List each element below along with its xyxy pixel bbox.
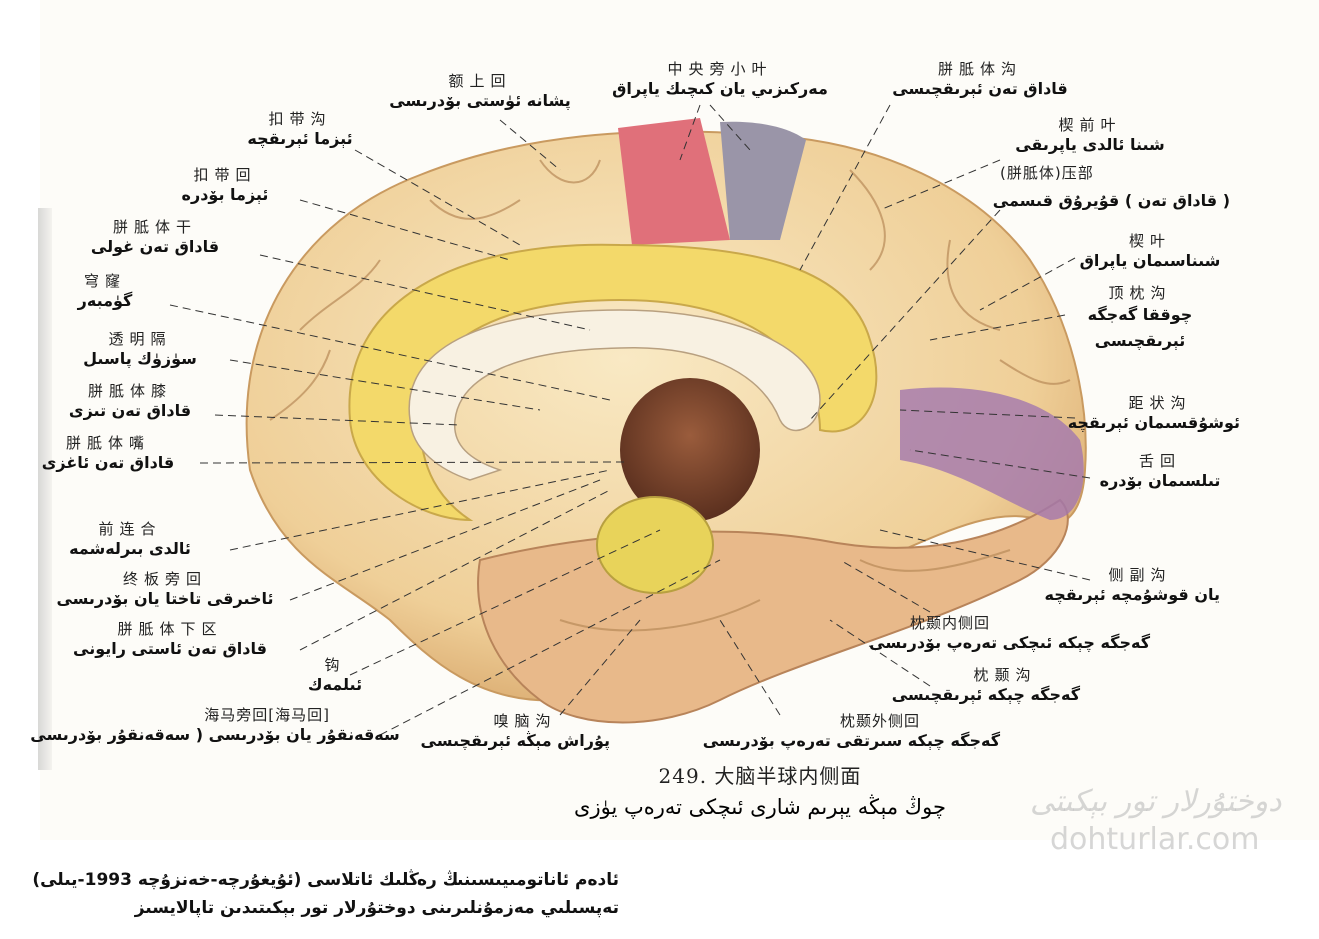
label-zh: 胼胝体下区	[117, 620, 223, 638]
label-ug: شىناسىمان ياپراق	[1079, 251, 1221, 270]
figure-caption: 249. 大脑半球内侧面 چوڭ مېڭە يېرىم شارى ئىچكى تە…	[520, 764, 1000, 820]
caption-ug: چوڭ مېڭە يېرىم شارى ئىچكى تەرەپ يۈزى	[574, 795, 946, 819]
footer-site-line: تەپسىلىي مەزمۇنلىرىنى دوختۇرلار تور بېكى…	[134, 898, 619, 918]
label-zh: 楔叶	[1128, 232, 1171, 250]
label-ug: يان قوشۇمچە ئېرىقچە	[1044, 585, 1220, 604]
label-zh: 扣带回	[193, 166, 257, 184]
uncus-yellow	[596, 496, 714, 594]
leader-lines	[169, 104, 1091, 736]
label-ug: قاداق تەن ئاغزى	[41, 453, 175, 472]
label-zh: 钩	[324, 656, 346, 674]
label-zh: 穹窿	[83, 272, 126, 290]
label-ug: ئېزما بۆدرە	[181, 185, 269, 204]
label-zh: 舌回	[1138, 452, 1181, 470]
label-zh: 中央旁小叶	[667, 60, 773, 78]
label-ug: ئىلمەك	[307, 675, 363, 694]
label-ug: ئالدى بىرلەشمە	[69, 539, 191, 558]
label-zh: 终板旁回	[122, 570, 207, 588]
label-ug: ئېزما ئېرىقچە	[247, 129, 353, 148]
label-zh: 顶枕沟	[1108, 284, 1172, 302]
label-zh: 前连合	[98, 520, 162, 538]
label-ug: تىلسىمان بۆدرە	[1099, 471, 1221, 490]
watermark-uyghur: دوختۇرلار تور بېكىتى	[1030, 784, 1282, 819]
label-zh: 胼胝体嘴	[65, 434, 150, 452]
gyri-lines	[269, 159, 1071, 632]
label-zh: (胼胝体)压部	[1000, 164, 1094, 182]
label-zh: 枕颞沟	[973, 666, 1037, 684]
caption-zh: 249. 大脑半球内侧面	[658, 764, 862, 788]
label-ug: پشانه ئۈستى بۆدرىسى	[389, 91, 571, 110]
watermark-site: dohturlar.com	[1050, 822, 1260, 857]
label-ug: قاداق تەن ئېرىقچىسى	[892, 79, 1068, 98]
paracentral-lobule-red	[618, 118, 730, 245]
label-zh: 枕颞内侧回	[910, 614, 991, 632]
label-ug: پۇراش مېڭە ئېرىقچىسى	[420, 731, 610, 750]
label-zh: 海马旁回[海马回]	[204, 706, 330, 724]
occipital-purple-region	[900, 387, 1084, 520]
label-ug: گەجگە چېكە ئىچكى تەرەپ بۆدرىسى	[869, 633, 1150, 652]
label-zh: 透明隔	[108, 330, 172, 348]
label-zh: 距状沟	[1128, 394, 1192, 412]
label-zh: 楔前叶	[1058, 116, 1122, 134]
label-ug: شىنا ئالدى ياپرىقى	[1015, 135, 1165, 154]
label-zh: 侧副沟	[1108, 566, 1172, 584]
scan-edge-shadow	[38, 208, 52, 770]
label-ug: سۈزۈك پاسىل	[83, 349, 197, 368]
footer-source-line: ئادەم ئاناتومىيىسىنىڭ رەڭلىك ئاتلاسى (ئۇ…	[32, 870, 619, 890]
label-ug: ئوشۇقسىمان ئېرىقچە	[1067, 413, 1240, 432]
label-ug: ئاخىرقى تاختا يان بۆدرىسى	[56, 589, 274, 608]
paracentral-lobule-grey	[720, 121, 806, 240]
label-ug: مەركىزىي يان كىچىك ياپراق	[612, 79, 828, 98]
label-zh: 胼胝体膝	[87, 382, 172, 400]
label-zh: 胼胝体干	[112, 218, 197, 236]
thalamus-ventricle	[620, 378, 760, 522]
label-parahippocampal-gyrus: 海马旁回[海马回]سەقەنقۇر يان بۆدرىسى ( سەقەنقۇر…	[20, 706, 410, 745]
label-zh: 枕颞外侧回	[839, 712, 920, 730]
label-zh: 嗅脑沟	[493, 712, 557, 730]
label-ug: قاداق تەن غولى	[90, 237, 220, 256]
label-ug: گۈمبەر	[77, 291, 133, 310]
label-ug: چوققا گەجگە ئېرىقچىسى	[1087, 305, 1193, 350]
label-ug: سەقەنقۇر يان بۆدرىسى ( سەقەنقۇر بۆدرىسى	[30, 725, 400, 744]
label-splenium: (胼胝体)压部 ( قاداق تەن ) قۇيرۇق قىسمى	[992, 164, 1230, 211]
label-ug: گەجگە چېكە ئېرىقچىسى	[891, 685, 1080, 704]
label-ug: ( قاداق تەن ) قۇيرۇق قىسمى	[992, 191, 1230, 210]
brain-medial-illustration	[169, 104, 1091, 736]
label-zh: 扣带沟	[268, 110, 332, 128]
label-ug: گەجگە چېكە سىرتقى تەرەپ بۆدرىسى	[702, 731, 1000, 750]
label-zh: 额上回	[448, 72, 512, 90]
label-zh: 胼胝体沟	[937, 60, 1022, 78]
label-ug: قاداق تەن تىزى	[68, 401, 192, 420]
corpus-callosum	[408, 309, 821, 481]
label-parieto-occipital-sulcus: 顶枕沟 چوققا گەجگە ئېرىقچىسى	[1070, 284, 1210, 354]
label-ug: قاداق تەن ئاستى رايونى	[73, 639, 267, 658]
